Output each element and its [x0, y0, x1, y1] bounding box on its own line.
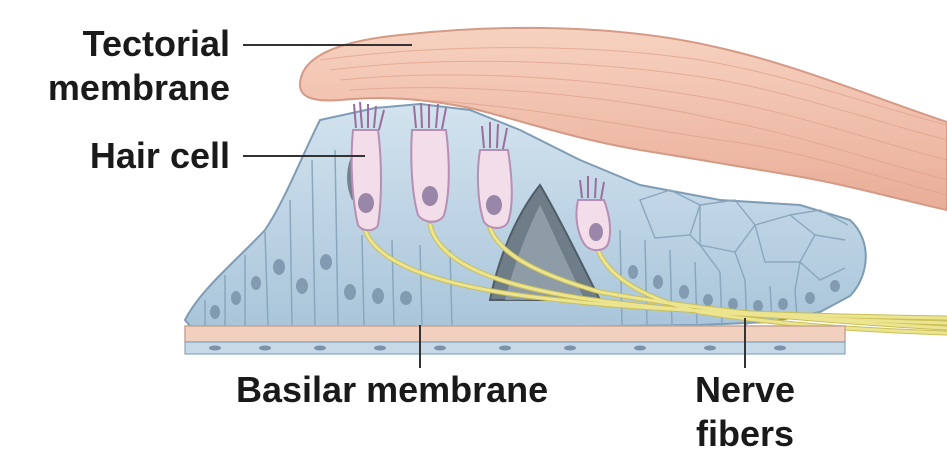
nerve-fibers-label: Nerve fibers [680, 368, 810, 456]
hair-cell-label: Hair cell [10, 134, 230, 178]
basilar-membrane-label: Basilar membrane [236, 368, 548, 412]
tectorial-membrane-label: Tectorial membrane [10, 22, 230, 110]
